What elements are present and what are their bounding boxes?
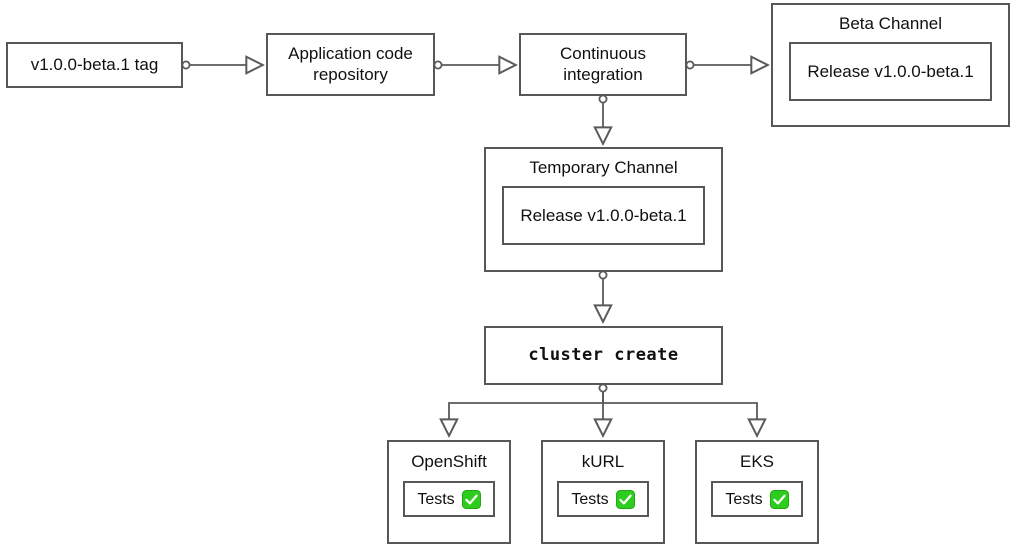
- node-temporary-channel-title: Temporary Channel: [529, 158, 678, 177]
- node-eks-tests[interactable]: Tests: [711, 481, 803, 518]
- node-kurl-tests-label: Tests: [571, 490, 609, 508]
- check-mark-button-icon: [461, 489, 481, 509]
- node-cluster-create[interactable]: cluster create: [484, 326, 723, 385]
- node-beta-channel[interactable]: Beta Channel Release v1.0.0-beta.1: [771, 3, 1010, 127]
- node-tag[interactable]: v1.0.0-beta.1 tag: [6, 42, 183, 88]
- endpoint-temp-channel: [598, 270, 608, 280]
- endpoint-tag: [181, 60, 191, 70]
- node-kurl-tests[interactable]: Tests: [557, 481, 649, 518]
- node-temporary-channel-release[interactable]: Release v1.0.0-beta.1: [502, 186, 705, 246]
- edge-cluster-create-to-openshift: [449, 391, 604, 435]
- node-continuous-integration-label: Continuous integration: [559, 44, 646, 84]
- node-kurl-title: kURL: [581, 452, 625, 471]
- node-application-code-repository[interactable]: Application code repository: [266, 33, 435, 96]
- node-beta-channel-release-label: Release v1.0.0-beta.1: [807, 61, 974, 81]
- endpoint-ci-bottom: [598, 94, 608, 104]
- endpoint-cluster-create: [598, 383, 608, 393]
- node-beta-channel-release[interactable]: Release v1.0.0-beta.1: [789, 42, 992, 102]
- node-kurl[interactable]: kURL Tests: [541, 440, 665, 544]
- node-temporary-channel-release-label: Release v1.0.0-beta.1: [520, 205, 687, 225]
- node-eks-tests-label: Tests: [725, 490, 763, 508]
- edge-source-endpoints: [181, 60, 695, 393]
- endpoint-ci-right: [685, 60, 695, 70]
- check-mark-button-icon: [769, 489, 789, 509]
- node-openshift-tests[interactable]: Tests: [403, 481, 495, 518]
- endpoint-repo: [433, 60, 443, 70]
- node-continuous-integration[interactable]: Continuous integration: [519, 33, 687, 96]
- node-temporary-channel[interactable]: Temporary Channel Release v1.0.0-beta.1: [484, 147, 723, 272]
- node-beta-channel-title: Beta Channel: [838, 14, 943, 33]
- check-mark-button-icon: [615, 489, 635, 509]
- node-eks[interactable]: EKS Tests: [695, 440, 819, 544]
- node-cluster-create-label: cluster create: [528, 345, 679, 366]
- node-openshift[interactable]: OpenShift Tests: [387, 440, 511, 544]
- node-application-code-repository-label: Application code repository: [288, 44, 413, 84]
- node-eks-title: EKS: [739, 452, 775, 471]
- node-tag-label: v1.0.0-beta.1 tag: [30, 54, 159, 74]
- edge-cluster-create-to-eks: [602, 391, 757, 435]
- node-openshift-tests-label: Tests: [417, 490, 455, 508]
- node-openshift-title: OpenShift: [411, 452, 487, 471]
